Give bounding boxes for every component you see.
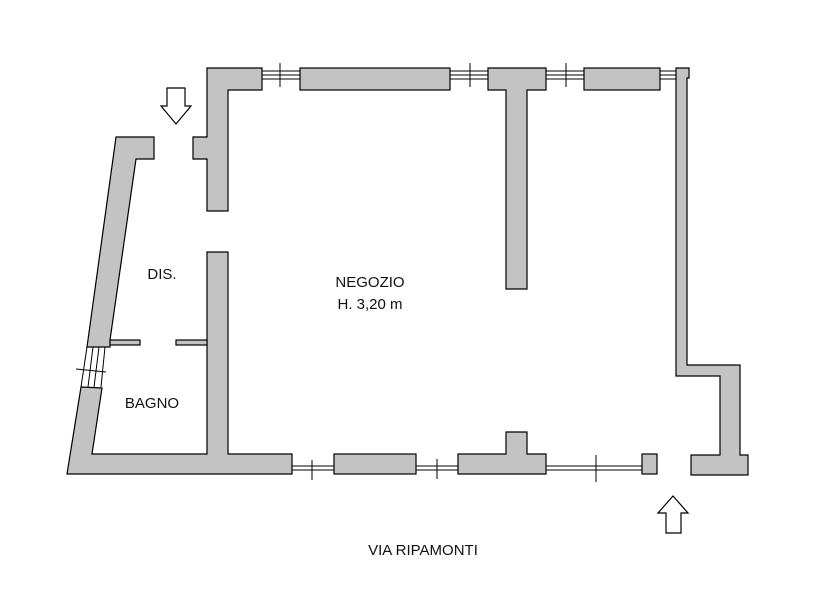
wall-right — [675, 67, 749, 476]
window-top-4 — [660, 70, 676, 80]
wall-left-upper — [86, 136, 155, 348]
room-label-dis: DIS. — [147, 266, 176, 283]
window-top-1 — [262, 63, 300, 87]
room-height-negozio: H. 3,20 m — [337, 296, 402, 313]
wall-top-right-segment — [583, 67, 661, 91]
wall-bottom-pier — [641, 453, 658, 475]
window-bagno — [75, 346, 107, 388]
window-top-3 — [546, 63, 584, 87]
windows — [75, 63, 676, 482]
room-label-negozio: NEGOZIO — [335, 274, 404, 291]
entrance-arrow-up-icon — [656, 495, 690, 534]
wall-bottom-left — [66, 251, 293, 475]
room-label-bagno: BAGNO — [125, 395, 179, 412]
walls — [66, 67, 749, 476]
wall-top-left — [192, 67, 263, 212]
partition-right — [175, 339, 208, 346]
street-label: VIA RIPAMONTI — [368, 542, 478, 559]
window-top-2 — [450, 63, 488, 87]
window-bottom-1 — [292, 460, 334, 480]
window-bottom-2 — [416, 459, 458, 479]
window-bottom-3 — [546, 455, 642, 482]
entrance-arrow-down-icon — [159, 87, 193, 125]
wall-top-segment — [299, 67, 451, 91]
wall-t-pier-top — [487, 67, 547, 290]
wall-t-pier-bottom — [457, 431, 547, 475]
partition-left — [109, 339, 141, 346]
wall-bottom-segment — [333, 453, 417, 475]
